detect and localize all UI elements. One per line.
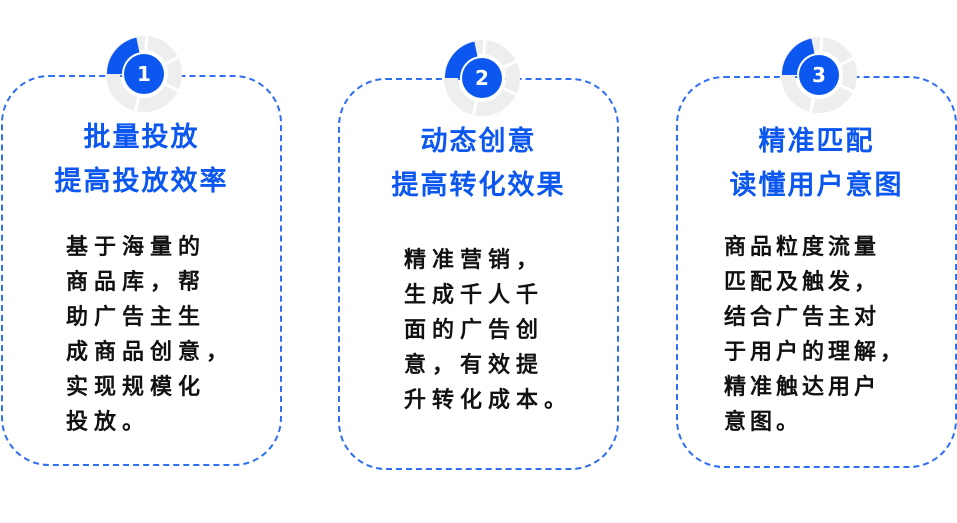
step-badge-1: 1 — [105, 35, 183, 113]
progress-ring-icon — [444, 39, 521, 117]
step-number: 2 — [475, 66, 489, 90]
step-badge-3: 3 — [780, 36, 858, 114]
progress-ring-icon — [106, 35, 183, 113]
title-line: 提高投放效率 — [54, 166, 229, 197]
step-badge-2: 2 — [443, 39, 521, 117]
desc-line: 意，有效提 — [404, 353, 545, 378]
desc-line: 结合广告主对 — [724, 305, 881, 330]
desc-line: 商品库，帮 — [66, 270, 207, 295]
desc-line: 精准触达用户 — [724, 375, 881, 400]
feature-card-3 — [676, 76, 957, 468]
title-line: 提高转化效果 — [391, 170, 566, 201]
step-number: 3 — [812, 63, 826, 87]
desc-line: 基于海量的 — [66, 235, 207, 260]
desc-line: 实现规模化 — [66, 375, 207, 400]
title-line: 批量投放 — [83, 122, 200, 153]
desc-line: 生成千人千 — [404, 283, 545, 308]
card-3-title: 精准匹配 读懂用户意图 — [676, 120, 957, 208]
card-3-description: 商品粒度流量 匹配及触发， 结合广告主对 于用户的理解， 精准触达用户 意图。 — [724, 230, 906, 440]
desc-line: 助广告主生 — [66, 305, 207, 330]
desc-line: 商品粒度流量 — [724, 235, 881, 260]
feature-card-2 — [338, 78, 619, 470]
card-2-title: 动态创意 提高转化效果 — [338, 120, 619, 208]
feature-card-1 — [1, 75, 282, 466]
progress-ring-icon — [781, 36, 858, 114]
desc-line: 面的广告创 — [404, 318, 545, 343]
title-line: 动态创意 — [420, 126, 537, 157]
desc-line: 精准营销， — [404, 248, 545, 273]
desc-line: 投放。 — [66, 410, 151, 435]
desc-line: 成商品创意， — [66, 340, 235, 365]
card-2-description: 精准营销， 生成千人千 面的广告创 意，有效提 升转化成本。 — [404, 243, 572, 418]
title-line: 读懂用户意图 — [729, 170, 904, 201]
desc-line: 升转化成本。 — [404, 388, 573, 413]
card-1-description: 基于海量的 商品库，帮 助广告主生 成商品创意， 实现规模化 投放。 — [66, 230, 234, 440]
desc-line: 匹配及触发， — [724, 270, 881, 295]
card-1-title: 批量投放 提高投放效率 — [1, 116, 282, 204]
title-line: 精准匹配 — [758, 126, 875, 157]
desc-line: 于用户的理解， — [724, 340, 907, 365]
step-number: 1 — [137, 62, 151, 86]
desc-line: 意图。 — [724, 410, 803, 435]
